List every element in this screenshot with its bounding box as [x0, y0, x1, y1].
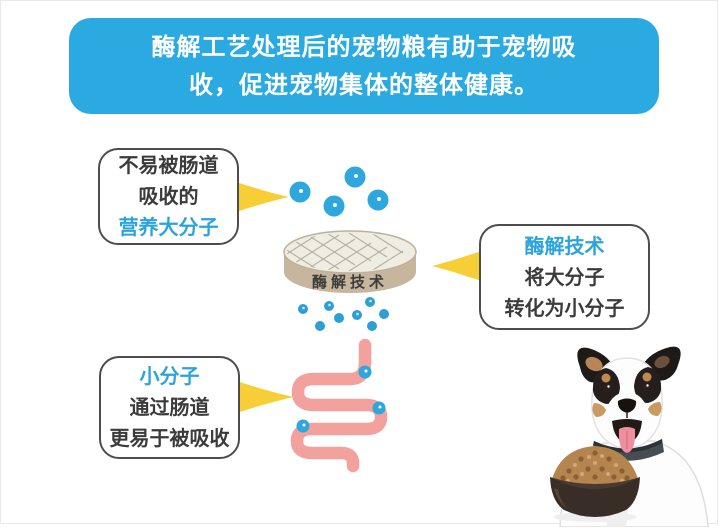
- bubble-enzyme-technology: 酶解技术 将大分子 转化为小分子: [479, 224, 650, 330]
- bubble-text: 转化为小分子: [504, 295, 625, 320]
- dog-eye: [641, 382, 651, 392]
- dog-brow-spot: [642, 372, 652, 382]
- dog-brow-spot: [601, 373, 611, 383]
- yellow-arrow-left-icon: [430, 248, 490, 284]
- bubble-text: 将大分子: [524, 264, 605, 289]
- dog-eye: [602, 383, 612, 393]
- yellow-arrow-right-icon: [228, 378, 296, 416]
- title-line-1: 酶解工艺处理后的宠物粮有助于宠物吸: [151, 33, 577, 61]
- bowl-body: [550, 477, 640, 517]
- bubble-text: 通过肠道: [129, 395, 210, 419]
- bubble-text: 不易被肠道: [118, 153, 219, 177]
- enzymolysis-sieve-cylinder-illustration: [283, 230, 417, 293]
- yellow-arrow-right-icon: [225, 178, 291, 216]
- pink-intestine-illustration: [290, 338, 388, 473]
- jack-russell-dog-photo-illustration: [534, 331, 720, 528]
- bubble-highlight-text: 小分子: [139, 364, 200, 388]
- bubble-text: 吸收的: [138, 184, 199, 208]
- small-blue-molecule-icons: [298, 297, 389, 331]
- bubble-nutrient-macromolecule: 不易被肠道 吸收的 营养大分子: [98, 148, 239, 245]
- dog-nose: [617, 398, 637, 413]
- bubble-highlight-text: 酶解技术: [524, 233, 605, 258]
- large-blue-molecule-icons: [289, 166, 389, 217]
- bubble-highlight-text: 营养大分子: [118, 215, 219, 239]
- bubble-text: 更易于被吸收: [109, 426, 230, 450]
- bubble-small-molecule: 小分子 通过肠道 更易于被吸收: [99, 356, 240, 459]
- dog-food-bowl-with-kibble-illustration: [550, 446, 640, 517]
- title-banner: 酶解工艺处理后的宠物粮有助于宠物吸 收，促进宠物集体的整体健康。: [69, 18, 659, 114]
- title-line-2: 收，促进宠物集体的整体健康。: [189, 71, 539, 99]
- cylinder-label: 酶解技术: [311, 273, 388, 291]
- absorbed-molecule-icons: [296, 365, 386, 433]
